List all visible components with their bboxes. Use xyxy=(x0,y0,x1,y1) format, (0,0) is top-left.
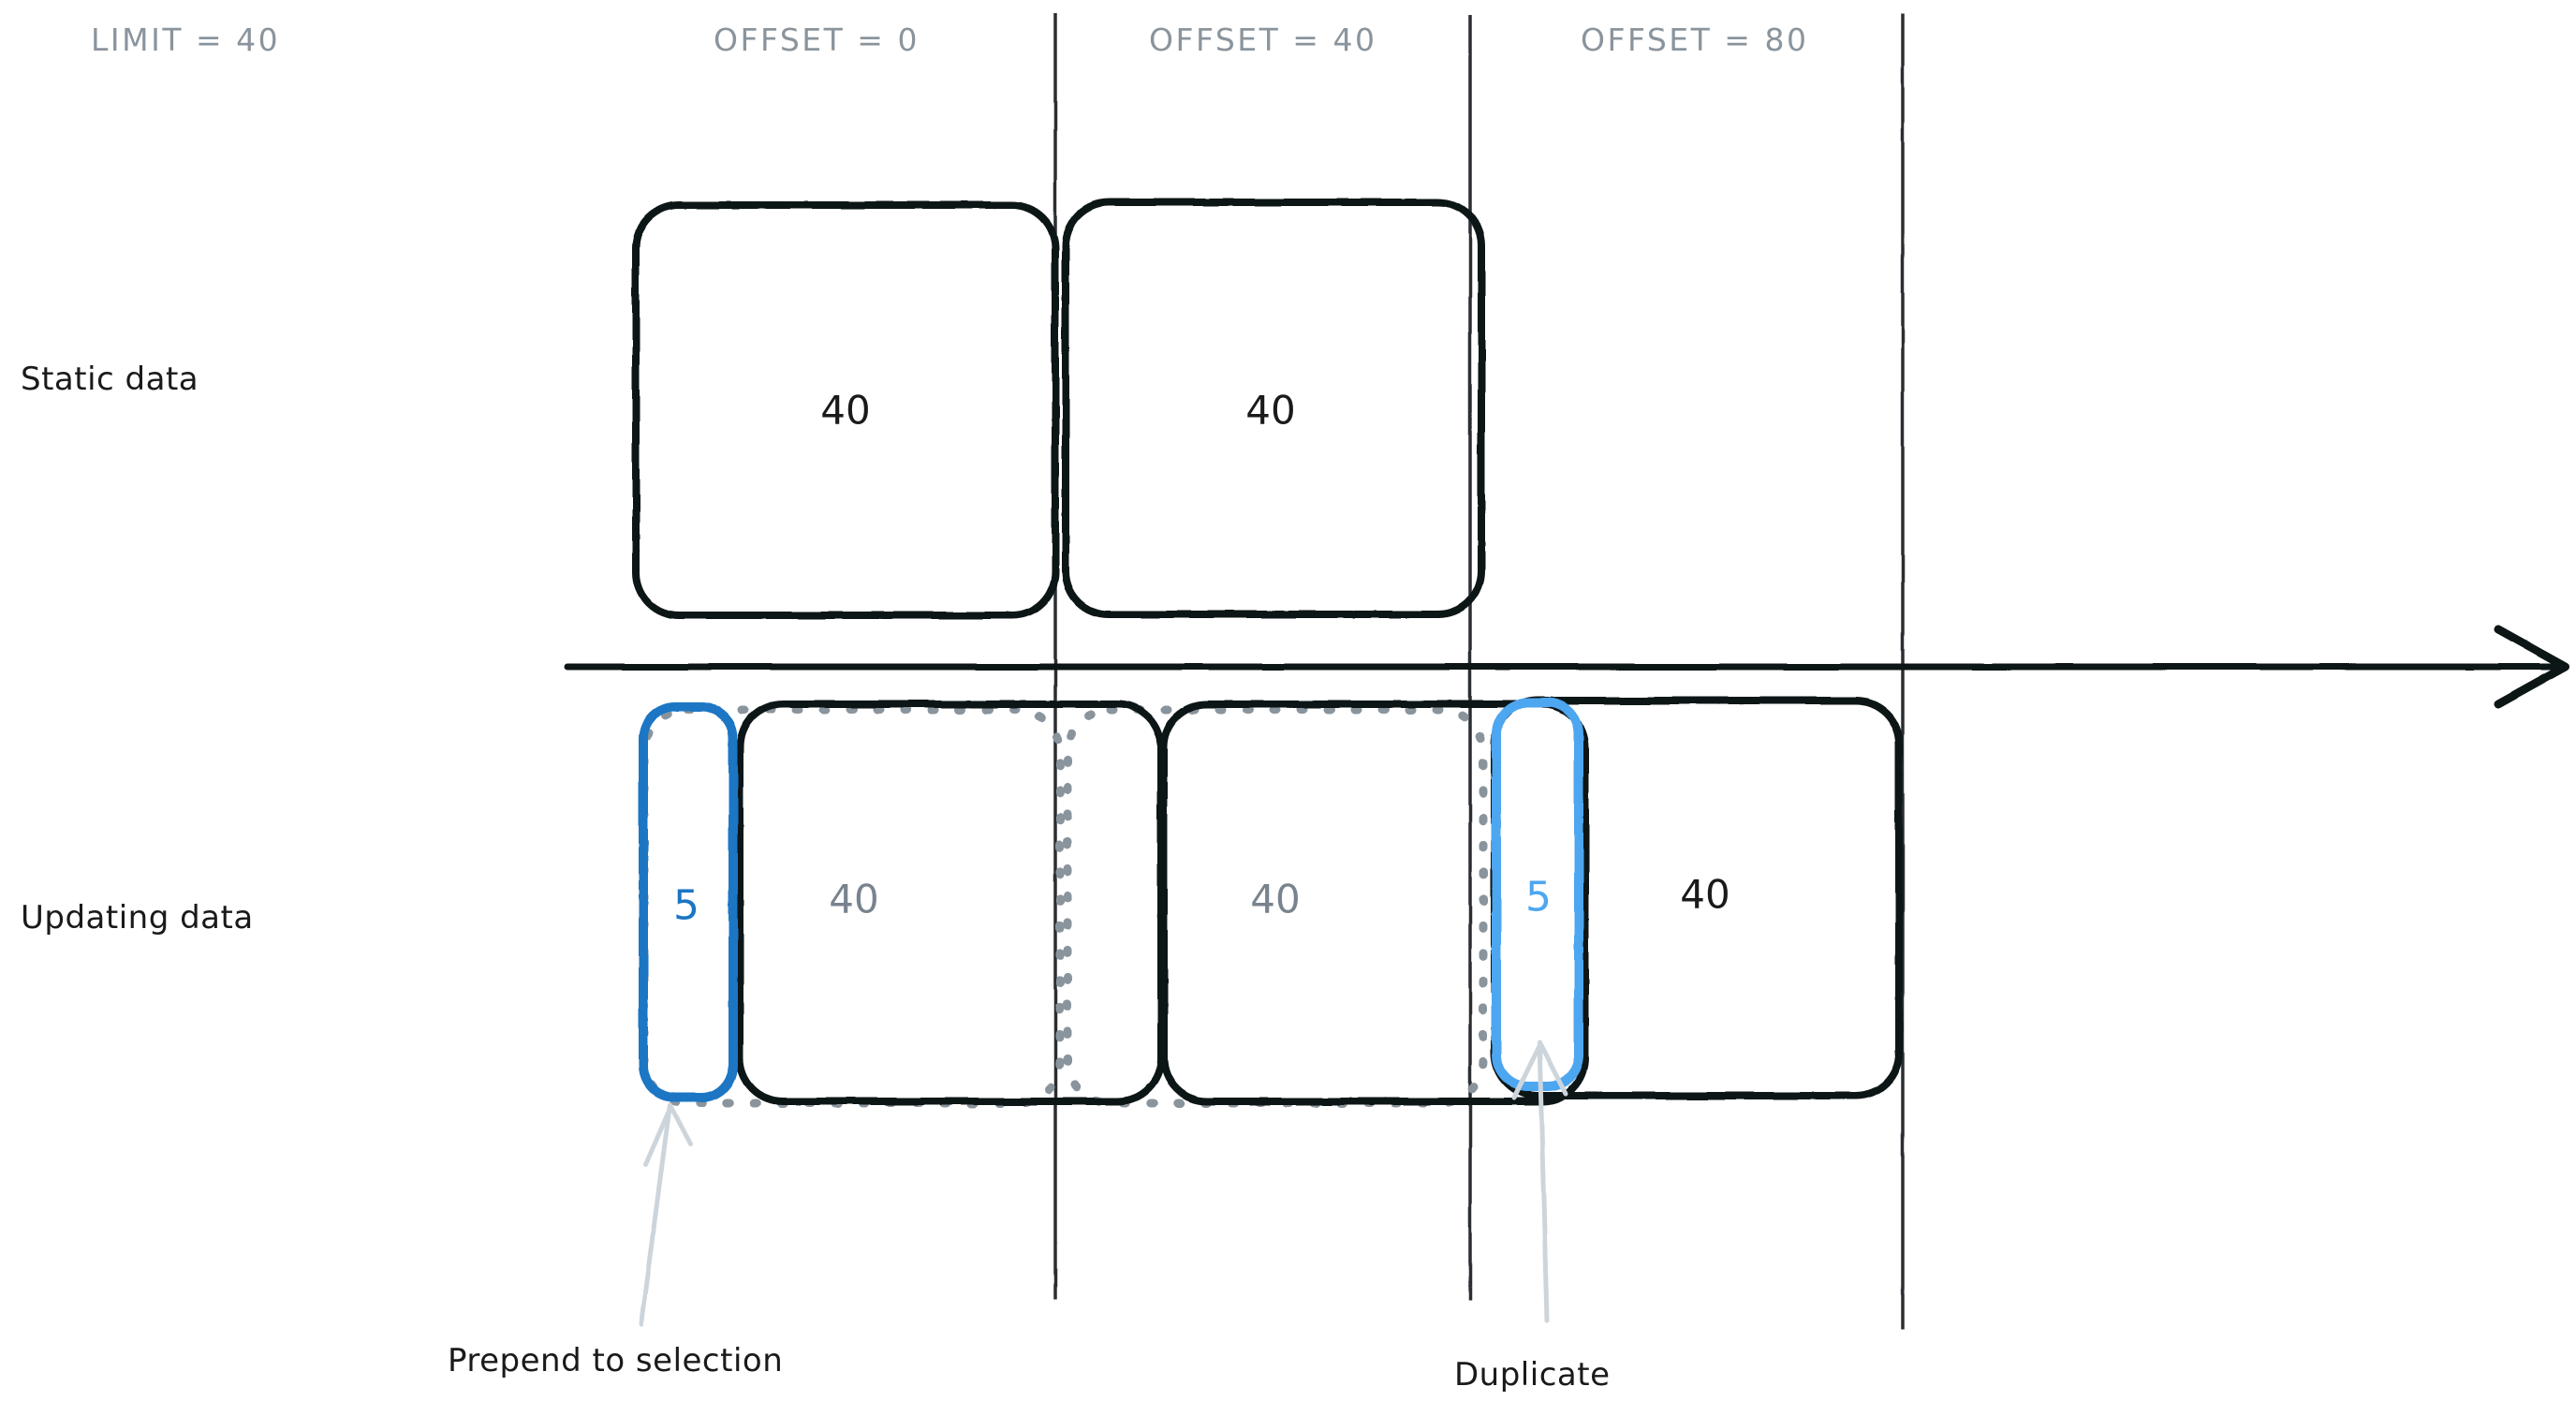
inserted-rows-value: 5 xyxy=(673,881,699,930)
duplicated-rows-highlight xyxy=(1492,698,1583,1091)
updating-page-2-box xyxy=(1160,701,1589,1105)
static-page-2-value: 40 xyxy=(1245,387,1296,434)
ghost-page-2 xyxy=(1063,705,1488,1108)
prepend-arrow xyxy=(639,1102,694,1327)
updating-page-1-box xyxy=(736,701,1165,1105)
updating-page-1-value: 40 xyxy=(829,876,879,922)
static-page-1-box xyxy=(632,201,1059,619)
static-page-2-box xyxy=(1062,199,1485,618)
annotation-arrows xyxy=(639,1040,1568,1327)
row-label-updating-data: Updating data xyxy=(21,899,254,937)
updating-page-3-value: 40 xyxy=(1680,871,1730,918)
column-dividers xyxy=(1053,13,1905,1330)
static-row-boxes xyxy=(632,199,1485,619)
updating-row-ghost-boxes xyxy=(640,705,1488,1108)
row-label-static-data: Static data xyxy=(21,361,199,398)
inserted-rows-highlight xyxy=(639,702,738,1102)
duplicate-arrow xyxy=(1511,1040,1568,1323)
annotation-duplicate: Duplicate xyxy=(1454,1356,1611,1394)
time-axis xyxy=(564,625,2570,709)
column-header-offset-80: OFFSET = 80 xyxy=(1581,22,1809,58)
duplicated-rows-value: 5 xyxy=(1525,873,1552,922)
annotation-prepend-to-selection: Prepend to selection xyxy=(448,1342,784,1379)
column-header-limit: LIMIT = 40 xyxy=(91,22,281,58)
column-header-offset-40: OFFSET = 40 xyxy=(1149,22,1377,58)
time-axis-arrowhead xyxy=(2494,625,2570,709)
static-page-1-value: 40 xyxy=(820,387,871,434)
ghost-page-1 xyxy=(640,705,1065,1108)
column-header-offset-0: OFFSET = 0 xyxy=(714,22,920,58)
updating-page-2-value: 40 xyxy=(1250,876,1301,922)
